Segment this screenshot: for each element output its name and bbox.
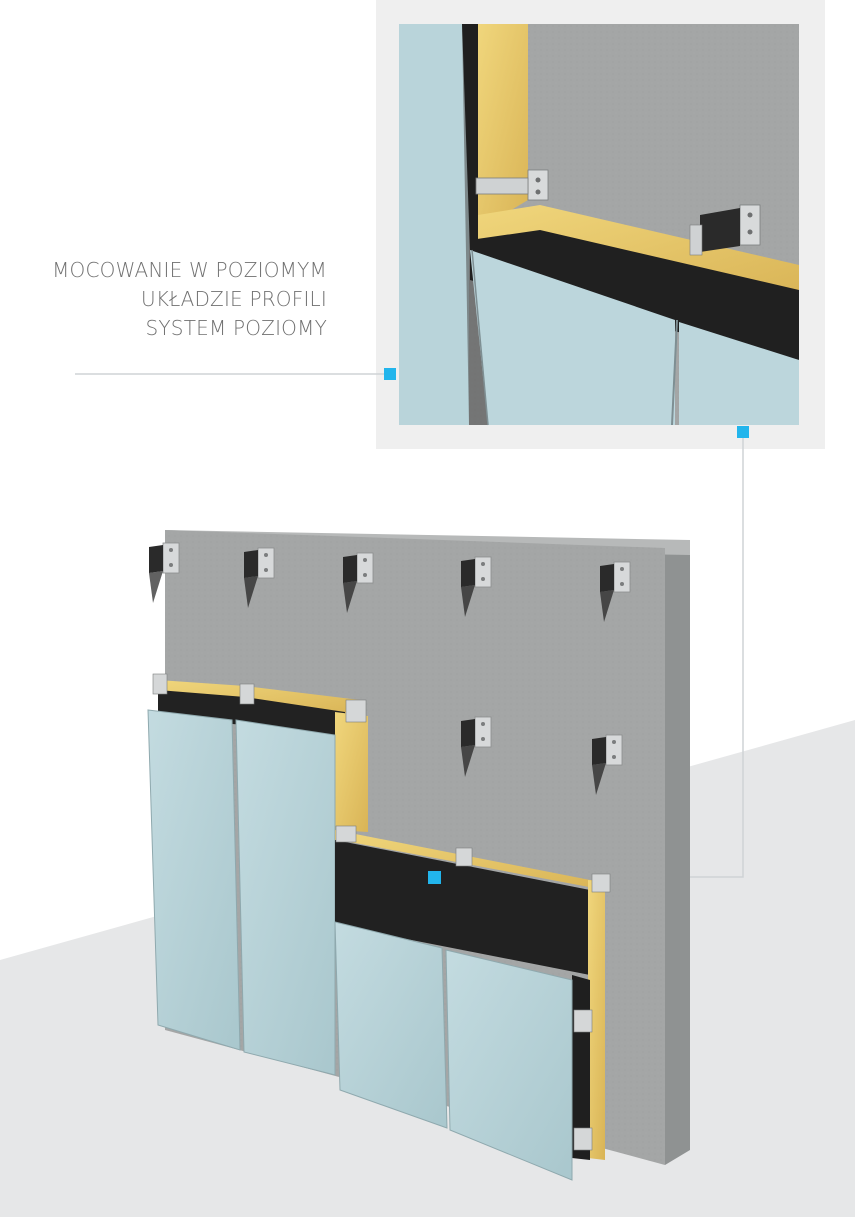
diagram-caption: MOCOWANIE W POZIOMYM UKŁADZIE PROFILI SY… <box>52 256 327 343</box>
upper-insulation <box>152 673 368 832</box>
cladding-panels-right <box>334 921 573 1181</box>
detail-view <box>399 24 799 426</box>
inset-marker <box>737 426 749 438</box>
caption-line-1: MOCOWANIE W POZIOMYM <box>52 258 327 282</box>
cladding-panels-left <box>147 709 336 1076</box>
wall-detail-marker <box>428 871 441 884</box>
bracket-detail-1 <box>475 169 549 201</box>
lower-insulation <box>335 825 611 1160</box>
caption-marker <box>384 368 396 380</box>
bracket-detail-2 <box>689 204 761 256</box>
caption-line-3: SYSTEM POZIOMY <box>145 316 327 340</box>
caption-line-2: UKŁADZIE PROFILI <box>140 287 327 311</box>
